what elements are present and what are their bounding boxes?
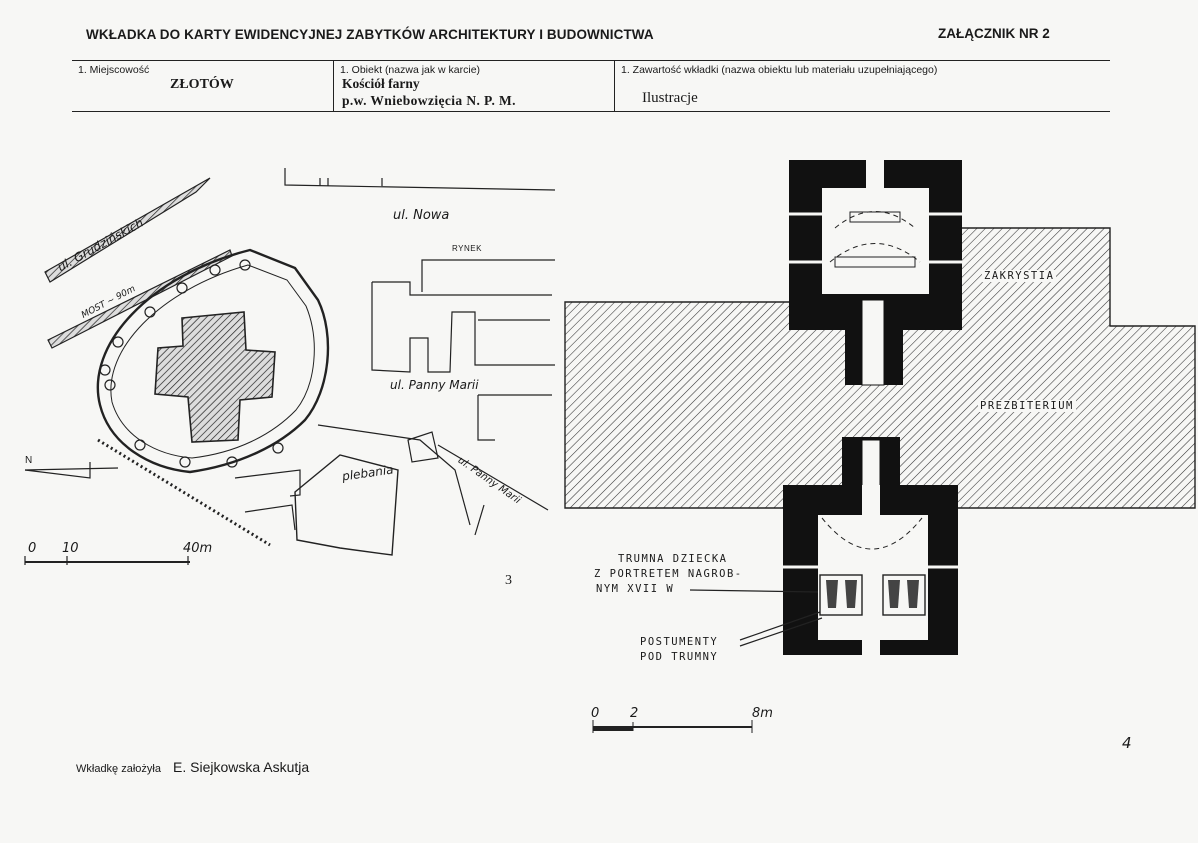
plan-scale-8: 8m <box>752 706 773 721</box>
coffin-label-line2: Z PORTRETEM NAGROB- <box>594 568 743 580</box>
object-name-line2: p.w. Wniebowzięcia N. P. M. <box>342 93 516 108</box>
figure-number-4: 4 <box>1122 734 1132 752</box>
pedestals-label-line2: POD TRUMNY <box>640 651 719 663</box>
footer-author: E. Siejkowska Askutja <box>173 759 310 775</box>
annex-number: ZAŁĄCZNIK NR 2 <box>938 26 1050 41</box>
contents-label: 1. Zawartość wkładki (nazwa obiektu lub … <box>621 64 938 76</box>
street-label-panny-marii-1: ul. Panny Marii <box>390 378 479 392</box>
coffin-label-line3: NYM XVII W <box>596 583 675 595</box>
floor-plan <box>564 160 1196 733</box>
site-map <box>24 168 556 565</box>
site-scale-10: 10 <box>62 541 79 556</box>
object-label: 1. Obiekt (nazwa jak w karcie) <box>340 64 481 76</box>
contents-value: Ilustracje <box>642 90 698 106</box>
object-name-line1: Kościół farny <box>342 76 420 91</box>
locality-value: ZŁOTÓW <box>170 77 234 92</box>
table-divider <box>614 61 615 111</box>
figure-number-3: 3 <box>505 573 512 588</box>
pedestals-label-line1: POSTUMENTY <box>640 636 719 648</box>
street-label-nowa: ul. Nowa <box>393 208 450 223</box>
presbytery-label: PREZBITERIUM <box>978 400 1076 412</box>
north-arrow-label: N <box>25 455 33 466</box>
street-label-rynek: RYNEK <box>452 244 482 253</box>
plan-scale-2: 2 <box>630 706 639 721</box>
sacristy-label: ZAKRYSTIA <box>982 270 1057 282</box>
locality-label: 1. Miejscowość <box>78 64 150 76</box>
document-title: WKŁADKA DO KARTY EWIDENCYJNEJ ZABYTKÓW A… <box>86 27 654 42</box>
info-table: 1. Miejscowość ZŁOTÓW 1. Obiekt (nazwa j… <box>72 60 1110 112</box>
footer-label: Wkładkę założyła <box>76 763 161 775</box>
coffin-label-line1: TRUMNA DZIECKA <box>618 553 728 565</box>
site-scale-40: 40m <box>183 541 213 556</box>
site-scale-0: 0 <box>28 541 37 556</box>
table-divider <box>333 61 334 111</box>
plan-scale-0: 0 <box>591 706 600 721</box>
